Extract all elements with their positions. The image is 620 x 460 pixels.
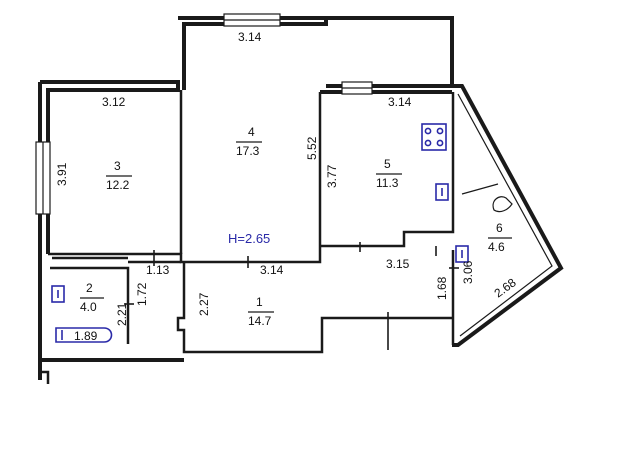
room-1-area: 14.7 — [248, 314, 272, 328]
dim-room2-left: 2.21 — [115, 302, 129, 326]
room-1-number: 1 — [256, 295, 263, 309]
room-2-number: 2 — [86, 281, 93, 295]
dim-room3-top: 3.12 — [102, 95, 126, 109]
dim-room4-top: 3.14 — [238, 30, 262, 44]
dim-hall-left: 2.27 — [197, 292, 211, 316]
windows — [35, 13, 373, 215]
room-6-area: 4.6 — [488, 240, 505, 254]
door-marks — [124, 242, 459, 350]
room-5-area: 11.3 — [376, 176, 399, 190]
wall-notch — [40, 370, 50, 384]
ceiling-height: H=2.65 — [228, 231, 270, 246]
dim-corridor: 1.13 — [146, 263, 170, 277]
stove-icon — [421, 123, 447, 151]
dim-room6-diagonal: 2.68 — [492, 275, 519, 300]
labels: 3.14 3.12 3.14 3.91 5.52 3.77 3 12.2 4 1… — [55, 30, 519, 343]
dim-room2-right: 1.72 — [135, 282, 149, 306]
wall-room2 — [50, 266, 130, 344]
room-4-number: 4 — [248, 125, 255, 139]
room-2-area: 4.0 — [80, 300, 97, 314]
wall-hall-left — [176, 262, 328, 354]
dim-hall-right: 3.15 — [386, 257, 410, 271]
wall-balcony — [326, 16, 454, 88]
wall-room3-bottom — [48, 248, 322, 264]
sink-icon — [435, 183, 449, 201]
dim-room3-left: 3.91 — [55, 162, 69, 186]
room-3-number: 3 — [114, 159, 121, 173]
dim-room5-left: 3.77 — [325, 164, 339, 188]
toilet-icon — [461, 183, 513, 213]
dim-hall-right-vertical: 1.68 — [435, 276, 449, 300]
wall-room5-right — [320, 92, 455, 248]
room-4-area: 17.3 — [236, 144, 260, 158]
dim-room4-right: 5.52 — [305, 136, 319, 160]
wall-room6-inner — [457, 93, 553, 337]
dim-room4-bottom: 3.14 — [260, 263, 284, 277]
dim-room5-top: 3.14 — [388, 95, 412, 109]
room-5-number: 5 — [384, 157, 391, 171]
wall-room6-outer — [452, 84, 564, 347]
bathtub-icon — [55, 327, 113, 343]
dim-room6-left: 3.06 — [461, 260, 475, 284]
dim-bath: 1.89 — [74, 329, 98, 343]
sink-icon — [51, 285, 65, 303]
room-3-area: 12.2 — [106, 178, 130, 192]
walls — [38, 16, 564, 384]
fixtures — [51, 123, 513, 343]
sink-icon — [455, 245, 469, 263]
room-6-number: 6 — [496, 221, 503, 235]
wall-room4-top — [178, 16, 328, 90]
